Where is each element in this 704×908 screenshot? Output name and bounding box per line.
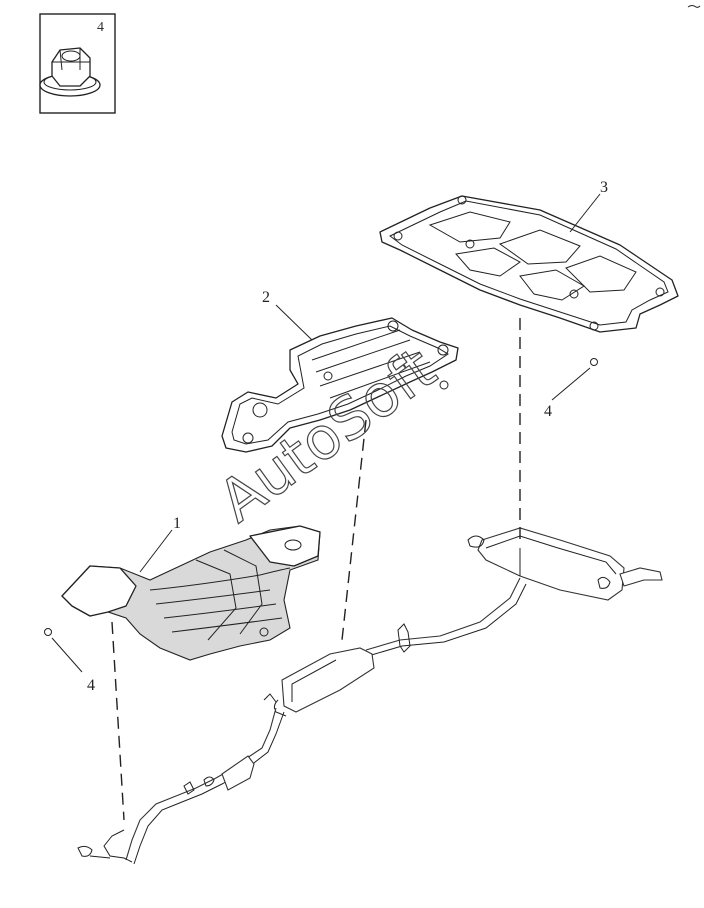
heat-shield-2 bbox=[221, 317, 459, 453]
catalytic-converter bbox=[221, 755, 255, 791]
inset-box: 4 bbox=[39, 13, 116, 114]
heat-shield-3 bbox=[379, 195, 679, 333]
callout-1: 1 bbox=[173, 515, 181, 532]
center-resonator bbox=[281, 647, 375, 713]
callout-4-right: 4 bbox=[544, 403, 552, 420]
nut-marker-left bbox=[44, 628, 52, 636]
nut-marker-right bbox=[590, 358, 598, 366]
heat-shield-1 bbox=[61, 525, 321, 661]
rear-muffler bbox=[477, 527, 625, 601]
flange-nut-icon bbox=[39, 47, 101, 97]
leader-lines bbox=[51, 193, 601, 673]
exhaust-system bbox=[77, 527, 663, 865]
corner-mark bbox=[687, 5, 701, 8]
inset-label: 4 bbox=[97, 20, 104, 35]
callout-2: 2 bbox=[262, 289, 270, 306]
callout-3: 3 bbox=[600, 179, 608, 196]
alignment-line-1 bbox=[111, 621, 125, 821]
alignment-lines bbox=[111, 318, 521, 821]
callout-4-left: 4 bbox=[87, 677, 95, 694]
